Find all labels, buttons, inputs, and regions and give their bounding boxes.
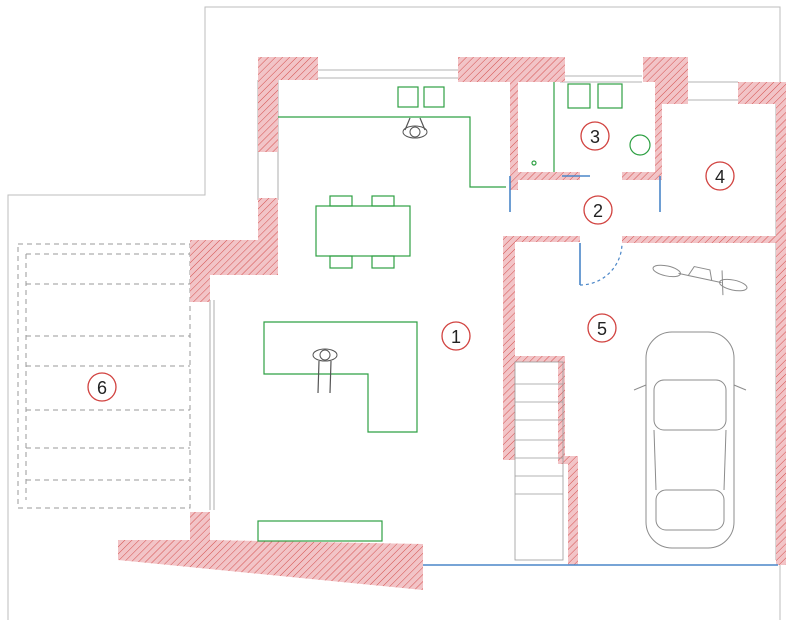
wall-bath-stub-right <box>622 172 662 180</box>
carport-area <box>17 243 191 509</box>
motorcycle-icon <box>652 264 748 296</box>
room-marker-2: 2 <box>583 195 613 225</box>
wall-north-right <box>643 57 688 104</box>
wall-south <box>118 512 423 590</box>
room-marker-6: 6 <box>87 372 117 402</box>
bench <box>257 520 383 542</box>
staircase <box>514 361 564 561</box>
wall-garage-east <box>776 82 786 565</box>
door-garage <box>579 242 623 286</box>
person-icon <box>402 117 428 139</box>
glazing <box>423 175 778 566</box>
room-label-4: 4 <box>715 167 725 187</box>
wall-bath-post <box>655 82 662 180</box>
room-marker-3: 3 <box>580 121 610 151</box>
room-label-5: 5 <box>597 319 607 339</box>
kitchen-island <box>263 321 418 433</box>
bathroom-fixtures <box>531 82 651 172</box>
car-icon <box>633 331 747 549</box>
sink-icon <box>597 83 623 109</box>
room-label-1: 1 <box>451 327 461 347</box>
wall-north-mid <box>458 57 565 190</box>
room-label-2: 2 <box>593 201 603 221</box>
wall-garage-north <box>622 236 786 243</box>
person-icon <box>312 348 338 394</box>
room-marker-1: 1 <box>441 321 471 351</box>
wall-stair-left <box>503 236 580 565</box>
interior-lines <box>209 69 777 560</box>
wall-west <box>190 198 278 302</box>
wall-bath-stub-left <box>518 172 580 180</box>
room-label-3: 3 <box>590 127 600 147</box>
kitchen-counter <box>278 86 506 188</box>
room-label-6: 6 <box>97 378 107 398</box>
room-marker-5: 5 <box>587 313 617 343</box>
toilet-icon <box>629 134 651 156</box>
walls <box>118 57 786 590</box>
wall-north-left <box>258 57 318 152</box>
wall-north-east <box>738 82 786 104</box>
dining-table <box>315 195 411 269</box>
room-marker-4: 4 <box>705 161 735 191</box>
